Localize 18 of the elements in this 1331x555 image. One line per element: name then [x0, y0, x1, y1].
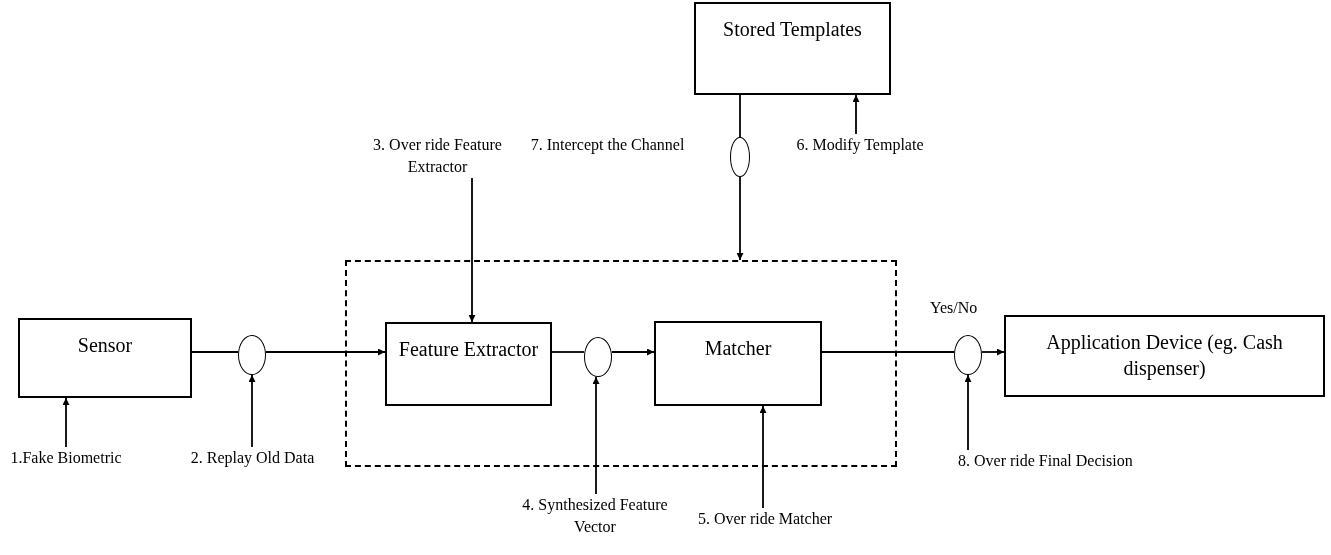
arrow: [759, 405, 767, 509]
arrow: [265, 348, 386, 356]
arrow: [62, 397, 70, 448]
process-box: Sensor: [18, 318, 192, 398]
arrow: [736, 176, 744, 261]
arrow: [468, 177, 476, 323]
arrow: [611, 348, 655, 356]
process-box: Stored Templates: [694, 2, 891, 95]
arrow: [981, 348, 1005, 356]
arrow: [592, 376, 600, 495]
process-box: Matcher: [654, 321, 822, 406]
dashed-boundary: [345, 260, 897, 467]
process-box: Feature Extractor: [385, 322, 552, 406]
arrow: [964, 374, 972, 451]
attack-label: 7. Intercept the Channel: [529, 135, 686, 156]
arrow: [852, 94, 860, 135]
process-box: Application Device (eg. Cash dispenser): [1004, 315, 1325, 397]
arrow: [248, 374, 256, 448]
